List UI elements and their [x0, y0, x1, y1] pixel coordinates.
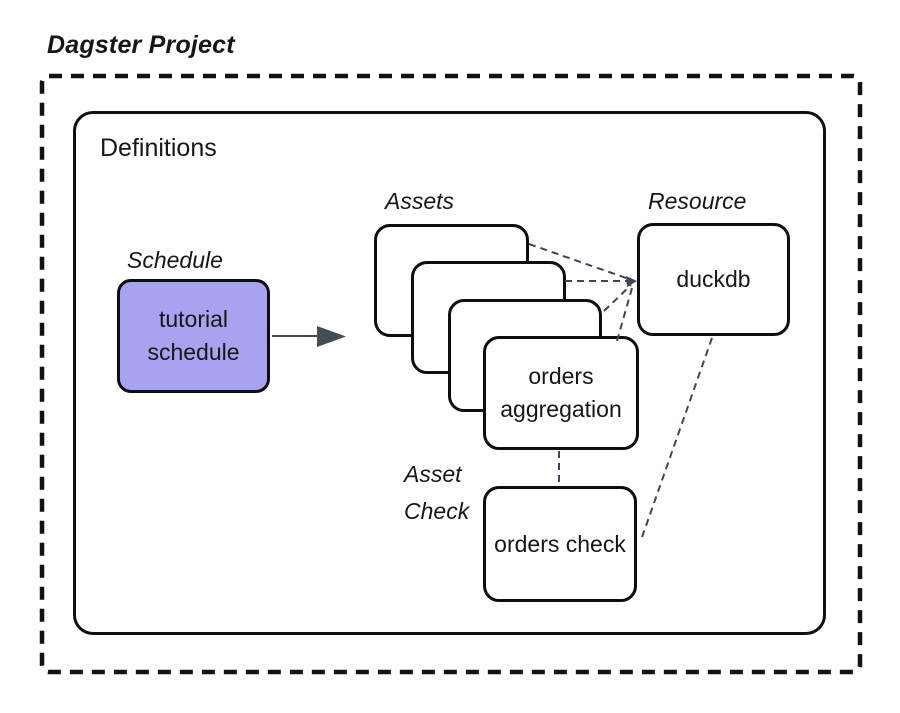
schedule-section-label: Schedule [127, 247, 223, 273]
schedule-node: tutorial schedule [117, 279, 270, 393]
resource-node-duckdb: duckdb [637, 223, 790, 336]
asset-card-orders-aggregation: orders aggregation [483, 336, 639, 450]
asset-check-node-orders-check: orders check [483, 486, 637, 602]
diagram-title: Dagster Project [47, 31, 235, 59]
orders-check-label: orders check [494, 530, 626, 557]
assets-section-label: Assets [385, 188, 455, 214]
duckdb-label: duckdb [676, 266, 751, 293]
definitions-label: Definitions [100, 134, 217, 162]
orders-aggregation-label: orders aggregation [500, 363, 622, 422]
resource-section-label: Resource [648, 188, 747, 214]
schedule-node-label: tutorial schedule [147, 306, 240, 365]
